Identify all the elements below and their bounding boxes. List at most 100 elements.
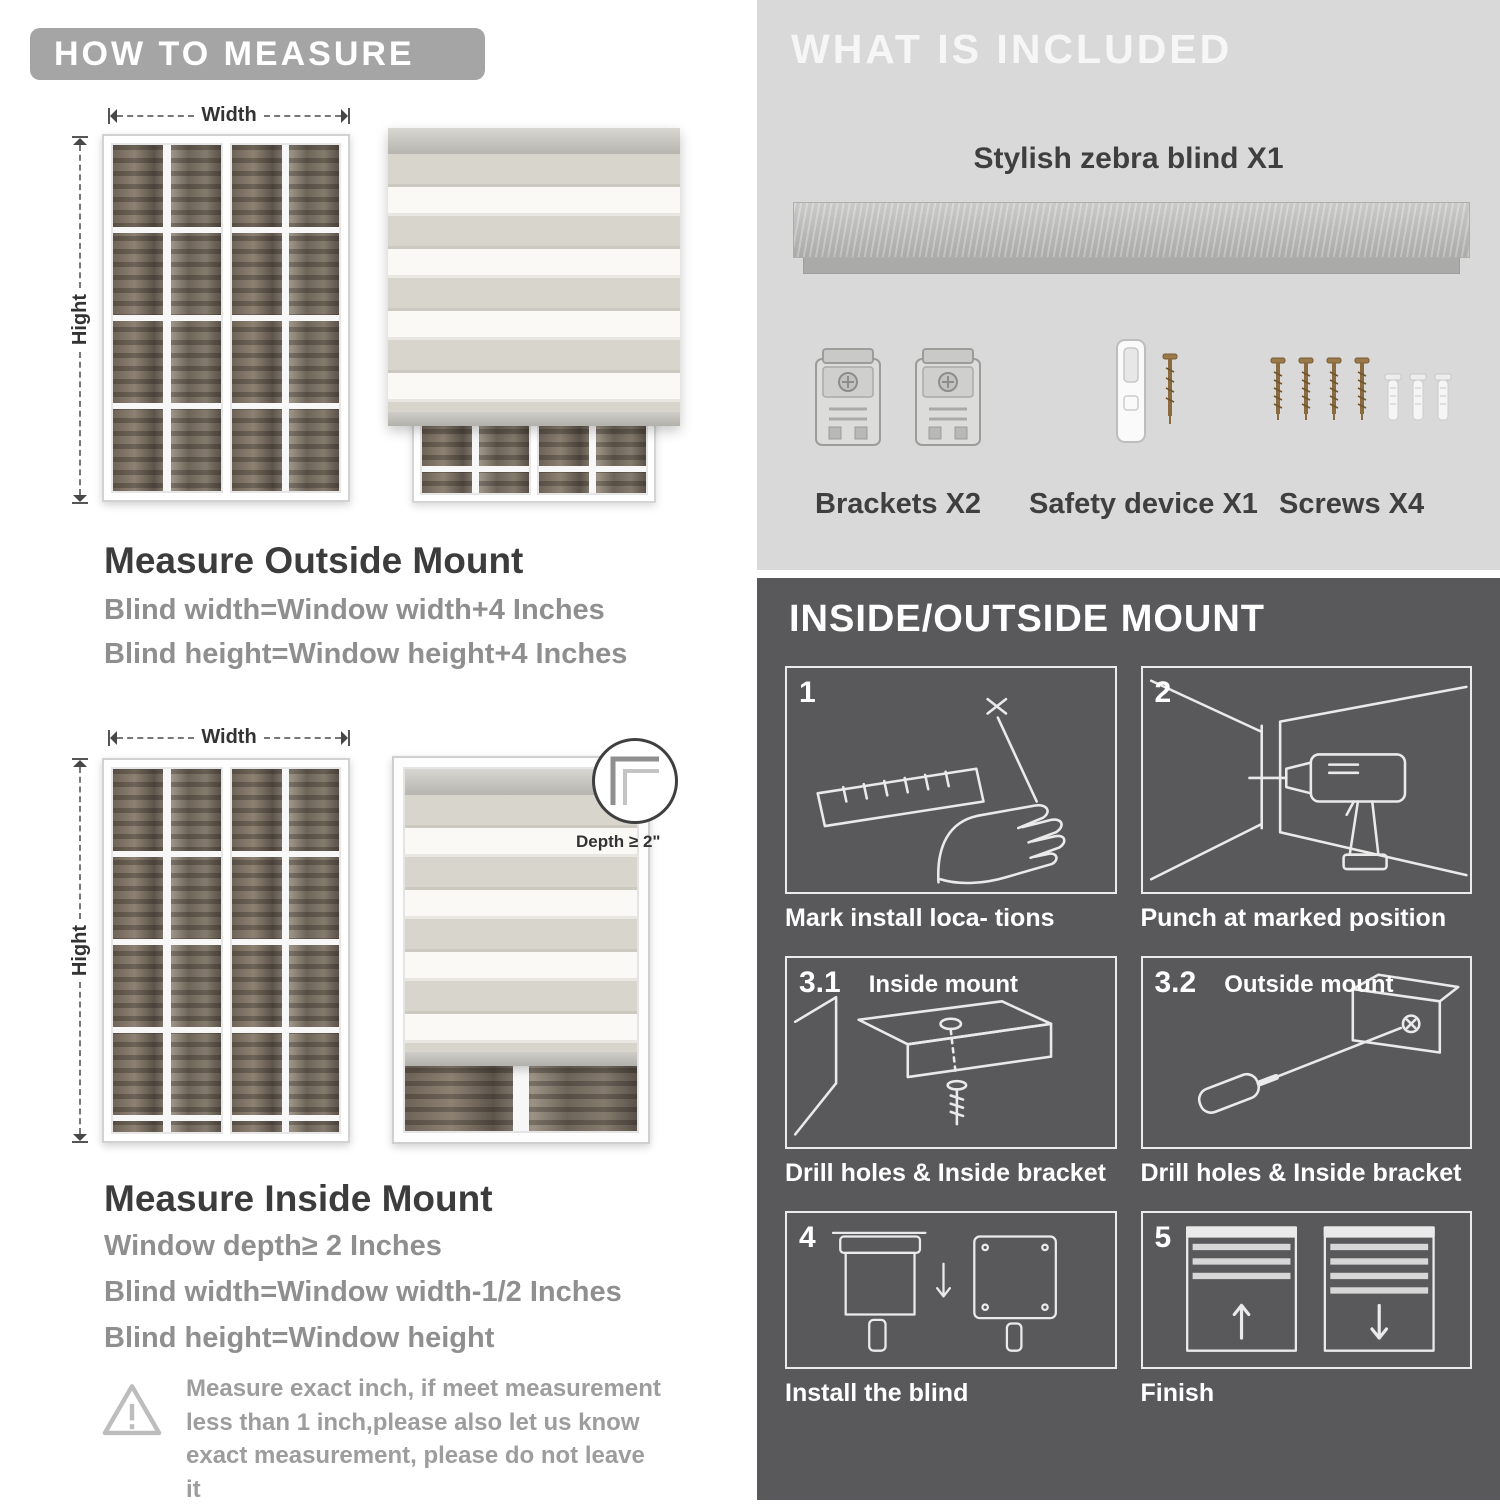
arrow-tick — [72, 136, 88, 138]
window-sash — [111, 143, 223, 493]
arrow-up-icon — [73, 760, 87, 767]
arrow-tick — [72, 502, 88, 504]
step-panel: 1 — [785, 666, 1117, 894]
step-4-illustration — [831, 1231, 1057, 1352]
inside-mount-title: Measure Inside Mount — [104, 1178, 493, 1219]
width-arrow: Width — [108, 726, 351, 749]
arrow-right-icon — [341, 730, 349, 745]
window-sash — [229, 143, 341, 493]
magnifier-icon — [592, 738, 678, 824]
step-caption: Finish — [1140, 1379, 1215, 1407]
step-3-2-illustration — [1197, 973, 1459, 1114]
step-label: Outside mount — [1224, 971, 1394, 998]
step-5-illustration — [1185, 1226, 1435, 1352]
arrow-dash — [263, 114, 342, 117]
step-number: 4 — [799, 1221, 816, 1254]
step-caption: Mark install loca- tions — [785, 904, 1055, 932]
outside-mount-rule-2: Blind height=Window height+4 Inches — [104, 638, 628, 670]
screws-icon — [1267, 342, 1459, 458]
brackets-label: Brackets X2 — [815, 488, 982, 520]
blind-bottomrail — [388, 412, 680, 426]
mount-step-2: 2 Pu — [1140, 666, 1472, 934]
arrow-dash — [79, 351, 81, 495]
step-caption: Drill holes & Inside bracket — [785, 1159, 1106, 1187]
how-to-measure-header: HOW TO MEASURE — [30, 28, 485, 80]
inside-mount-figure: Width Hight — [69, 722, 685, 1167]
step-panel: 3.2 Outside mount — [1140, 956, 1472, 1149]
step-number: 3.1 — [799, 966, 841, 999]
arrow-tick — [348, 107, 351, 124]
warning-triangle-icon — [102, 1384, 162, 1436]
mount-step-3-1: 3.1 Inside mount — [785, 956, 1117, 1189]
window-illustration — [102, 758, 350, 1143]
window-frame — [403, 767, 639, 1133]
blind-bottomrail — [405, 1051, 637, 1066]
step-panel: 3.1 Inside mount — [785, 956, 1117, 1149]
measure-warning: Measure exact inch, if meet measurement … — [100, 1372, 690, 1506]
arrow-dash — [117, 114, 195, 117]
outside-mount-rule-1: Blind width=Window width+4 Inches — [104, 594, 605, 626]
step-1-illustration — [816, 697, 1066, 885]
right-column: WHAT IS INCLUDED Stylish zebra blind X1 — [757, 0, 1500, 1500]
step-number: 1 — [799, 676, 816, 709]
mount-step-3-2: 3.2 Outside mount — [1140, 956, 1472, 1189]
how-to-measure-title: HOW TO MEASURE — [54, 34, 415, 73]
inside-mount-rule-3: Blind height=Window height — [104, 1322, 495, 1354]
arrow-tick — [72, 1141, 88, 1143]
what-is-included-header: WHAT IS INCLUDED — [791, 26, 1233, 72]
what-is-included-section: WHAT IS INCLUDED Stylish zebra blind X1 — [757, 0, 1500, 570]
step-panel: 4 — [785, 1211, 1117, 1369]
mount-header: INSIDE/OUTSIDE MOUNT — [789, 598, 1266, 640]
inside-blind-illustration — [392, 756, 650, 1144]
arrow-left-icon — [110, 730, 117, 745]
arrow-dash — [79, 982, 81, 1134]
arrow-up-icon — [73, 138, 87, 145]
arrow-down-icon — [73, 495, 87, 502]
zebra-blind-label: Stylish zebra blind X1 — [973, 142, 1284, 175]
blind-headrail — [388, 128, 680, 154]
safety-device-icon — [1077, 336, 1217, 458]
zebra-blind — [388, 128, 680, 426]
safety-device-label: Safety device X1 — [1029, 488, 1258, 520]
height-label: Hight — [68, 294, 91, 346]
zebra-blind — [405, 769, 637, 1066]
outside-blind-illustration — [388, 128, 680, 503]
outside-mount-figure: Width Hight — [69, 100, 685, 530]
mount-step-5: 5 — [1140, 1211, 1472, 1409]
arrow-dash — [117, 736, 195, 739]
arrow-tick — [348, 729, 351, 746]
step-panel: 5 — [1140, 1211, 1472, 1369]
arrow-right-icon — [341, 108, 349, 123]
depth-label: Depth ≥ 2" — [576, 832, 661, 851]
step-caption: Install the blind — [785, 1379, 969, 1407]
step-panel: 2 — [1140, 666, 1472, 894]
inside-mount-rule-1: Window depth≥ 2 Inches — [104, 1230, 442, 1262]
height-arrow: Hight — [69, 758, 91, 1143]
arrow-tick — [108, 729, 110, 746]
arrow-tick — [108, 107, 110, 124]
arrow-tick — [72, 758, 88, 760]
blind-fabric — [388, 154, 680, 412]
screws-label: Screws X4 — [1279, 488, 1425, 520]
height-label: Hight — [68, 924, 91, 977]
blind-headrail-image — [793, 202, 1470, 258]
window-illustration — [102, 134, 350, 502]
warning-text: Measure exact inch, if meet measurement … — [186, 1375, 661, 1503]
mount-step-1: 1 Ma — [785, 666, 1117, 934]
inside-mount-rule-2: Blind width=Window width-1/2 Inches — [104, 1276, 622, 1308]
step-number: 2 — [1154, 676, 1172, 709]
arrow-dash — [263, 736, 342, 739]
arrow-dash — [79, 767, 81, 919]
mount-section: INSIDE/OUTSIDE MOUNT 1 — [757, 578, 1500, 1500]
how-to-measure-section: HOW TO MEASURE Width Hight — [0, 0, 735, 1503]
width-label: Width — [201, 104, 257, 126]
blind-fabric — [405, 795, 637, 1052]
outside-mount-title: Measure Outside Mount — [104, 540, 524, 581]
step-2-illustration — [1149, 679, 1468, 881]
height-arrow: Hight — [69, 136, 91, 504]
mount-step-4: 4 — [785, 1211, 1117, 1409]
step-number: 5 — [1154, 1221, 1172, 1254]
window-sash — [229, 767, 341, 1134]
arrow-down-icon — [73, 1134, 87, 1141]
step-caption: Drill holes & Inside bracket — [1140, 1159, 1462, 1187]
